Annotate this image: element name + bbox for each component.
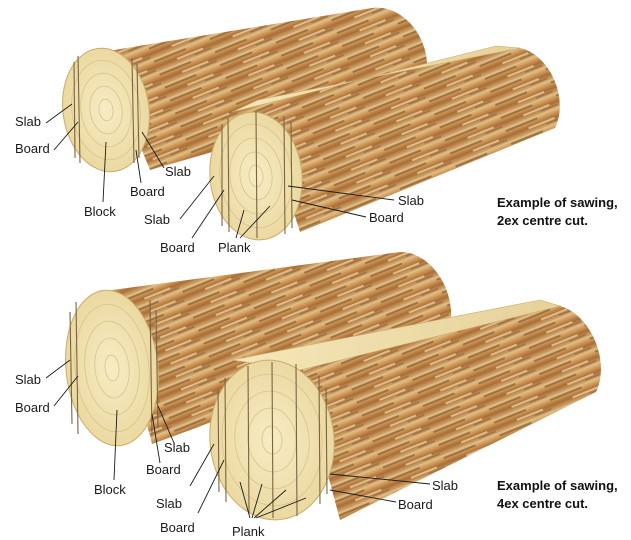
- diagram-2: Slab Board Block Board Slab Slab Board P…: [15, 252, 618, 539]
- caption-line-2: 4ex centre cut.: [497, 496, 588, 511]
- caption-line-1: Example of sawing,: [497, 195, 618, 210]
- label-plank: Plank: [218, 240, 251, 255]
- diagram-1: Slab Board Block Board Slab Slab Board P…: [15, 8, 618, 255]
- label-board: Board: [160, 240, 195, 255]
- leader-line: [198, 460, 224, 513]
- label-block: Block: [84, 204, 116, 219]
- label-block: Block: [94, 482, 126, 497]
- label-plank: Plank: [232, 524, 265, 539]
- label-slab: Slab: [432, 478, 458, 493]
- label-slab: Slab: [398, 193, 424, 208]
- label-board: Board: [15, 141, 50, 156]
- label-board: Board: [398, 497, 433, 512]
- label-slab: Slab: [156, 496, 182, 511]
- label-board: Board: [130, 184, 165, 199]
- label-board: Board: [15, 400, 50, 415]
- label-slab: Slab: [144, 212, 170, 227]
- caption-line-1: Example of sawing,: [497, 478, 618, 493]
- label-board: Board: [369, 210, 404, 225]
- label-board: Board: [160, 520, 195, 535]
- label-slab: Slab: [15, 114, 41, 129]
- label-slab: Slab: [165, 164, 191, 179]
- caption-line-2: 2ex centre cut.: [497, 213, 588, 228]
- label-slab: Slab: [15, 372, 41, 387]
- label-board: Board: [146, 462, 181, 477]
- leader-line: [190, 444, 214, 486]
- label-slab: Slab: [164, 440, 190, 455]
